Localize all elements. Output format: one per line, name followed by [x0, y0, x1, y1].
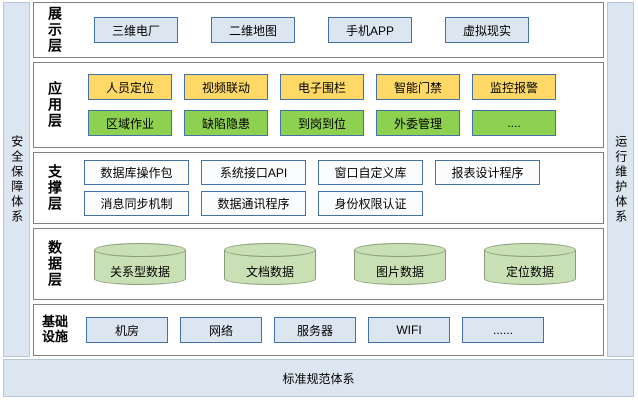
left-rail-security-system: 安全保障体系 [3, 2, 30, 357]
layer-label-text: 支撑层 [47, 164, 63, 212]
component-box[interactable]: 网络 [180, 317, 262, 343]
component-box-label: 到岗到位 [297, 116, 346, 131]
component-box[interactable]: 电子围栏 [280, 74, 364, 100]
data-cylinder[interactable]: 文档数据 [224, 243, 316, 285]
cylinder-label: 文档数据 [245, 264, 294, 279]
component-box[interactable]: 缺陷隐患 [184, 110, 268, 136]
component-box[interactable]: ...... [462, 317, 544, 343]
layer-label-application: 应用层 [34, 81, 76, 129]
component-box[interactable]: 报表设计程序 [435, 160, 540, 185]
component-box[interactable]: 区域作业 [88, 110, 172, 136]
layer-label-infrastructure: 基础设施 [34, 315, 76, 344]
component-box[interactable]: 视频联动 [184, 74, 268, 100]
component-box-label: 智能门禁 [393, 80, 442, 95]
component-box-label: 手机APP [345, 23, 394, 38]
layer-row: 关系型数据 文档数据 图片数据 定位数据 [76, 243, 603, 285]
cylinder-top-icon [354, 243, 446, 257]
component-box[interactable]: 智能门禁 [376, 74, 460, 100]
component-box-label: 二维地图 [228, 23, 277, 38]
component-box[interactable]: 身份权限认证 [318, 191, 423, 216]
component-box[interactable]: 虚拟现实 [445, 17, 529, 43]
left-rail-label: 安全保障体系 [9, 134, 24, 225]
component-box[interactable]: 人员定位 [88, 74, 172, 100]
component-box-label: 机房 [114, 323, 139, 338]
component-box[interactable]: 数据库操作包 [84, 160, 189, 185]
component-box-label: 虚拟现实 [462, 23, 511, 38]
component-box-label: 电子围栏 [297, 80, 346, 95]
component-box-label: 服务器 [296, 323, 333, 338]
layer-row: 人员定位 视频联动 电子围栏 智能门禁 监控报警 [76, 74, 603, 100]
component-box-label: 视频联动 [201, 80, 250, 95]
cylinder-top-icon [484, 243, 576, 257]
bottom-bar-standards-system: 标准规范体系 [3, 359, 634, 397]
component-box-label: 缺陷隐患 [201, 116, 250, 131]
component-box[interactable]: 机房 [86, 317, 168, 343]
component-box[interactable]: 监控报警 [472, 74, 556, 100]
component-box[interactable]: WIFI [368, 317, 450, 343]
layer-row: 区域作业 缺陷隐患 到岗到位 外委管理.... [76, 110, 603, 136]
layer-label-support: 支撑层 [34, 164, 76, 212]
component-box-label: 身份权限认证 [334, 197, 407, 211]
right-rail-label: 运行维护体系 [613, 134, 628, 225]
data-cylinder[interactable]: 定位数据 [484, 243, 576, 285]
layer-body-application: 人员定位 视频联动 电子围栏 智能门禁 监控报警区域作业 缺陷隐患 到岗到位 外委管理.... [76, 63, 603, 147]
layer-label-data: 数据层 [34, 240, 76, 288]
component-box-label: 报表设计程序 [451, 166, 524, 180]
layer-label-text: 应用层 [47, 81, 63, 129]
layer-panel-support: 支撑层 数据库操作包 系统接口API 窗口自定义库 报表设计程序消息同步机制 数据通讯程序… [33, 152, 604, 224]
layer-row: 消息同步机制 数据通讯程序 身份权限认证 [76, 191, 603, 216]
layer-panel-application: 应用层 人员定位 视频联动 电子围栏 智能门禁 监控报警区域作业 缺陷隐患 到岗到位 外委管理.… [33, 62, 604, 148]
component-box-label: 窗口自定义库 [334, 166, 407, 180]
right-rail-operations-system: 运行维护体系 [607, 2, 634, 357]
component-box-label: 网络 [208, 323, 233, 338]
component-box-label: 消息同步机制 [100, 197, 173, 211]
component-box[interactable]: 消息同步机制 [84, 191, 189, 216]
component-box-label: 外委管理 [393, 116, 442, 131]
component-box[interactable]: 系统接口API [201, 160, 306, 185]
layer-label-text: 数据层 [47, 240, 63, 288]
component-box-label: 监控报警 [489, 80, 538, 95]
cylinder-top-icon [94, 243, 186, 257]
component-box[interactable]: 到岗到位 [280, 110, 364, 136]
component-box[interactable]: .... [472, 110, 556, 136]
data-cylinder[interactable]: 关系型数据 [94, 243, 186, 285]
layer-label-presentation: 展示层 [34, 6, 76, 54]
component-box-label: 区域作业 [105, 116, 154, 131]
component-box-label: .... [507, 116, 521, 130]
layer-row: 三维电厂 二维地图 手机APP 虚拟现实 [76, 17, 603, 43]
component-box[interactable]: 外委管理 [376, 110, 460, 136]
component-box-label: 人员定位 [105, 80, 154, 95]
component-box-label: 三维电厂 [111, 23, 160, 38]
component-box[interactable]: 窗口自定义库 [318, 160, 423, 185]
component-box[interactable]: 三维电厂 [94, 17, 178, 43]
cylinder-top-icon [224, 243, 316, 257]
component-box-label: 系统接口API [219, 166, 288, 180]
layer-label-text: 基础设施 [41, 314, 68, 344]
component-box-label: 数据库操作包 [100, 166, 173, 180]
component-box-label: WIFI [396, 323, 422, 337]
layer-row: 数据库操作包 系统接口API 窗口自定义库 报表设计程序 [76, 160, 603, 185]
layer-panel-data: 数据层关系型数据 文档数据 图片数据 定位数据 [33, 228, 604, 300]
cylinder-label: 图片数据 [375, 264, 424, 279]
data-cylinder[interactable]: 图片数据 [354, 243, 446, 285]
component-box[interactable]: 手机APP [328, 17, 412, 43]
component-box[interactable]: 二维地图 [211, 17, 295, 43]
cylinder-label: 关系型数据 [109, 264, 170, 279]
bottom-bar-label: 标准规范体系 [282, 371, 355, 386]
component-box-label: 数据通讯程序 [217, 197, 290, 211]
layer-row: 机房 网络 服务器 WIFI...... [76, 317, 603, 343]
layer-body-presentation: 三维电厂 二维地图 手机APP 虚拟现实 [76, 3, 603, 57]
component-box[interactable]: 服务器 [274, 317, 356, 343]
layer-body-support: 数据库操作包 系统接口API 窗口自定义库 报表设计程序消息同步机制 数据通讯程序 身份权… [76, 153, 603, 223]
layer-label-text: 展示层 [47, 6, 63, 54]
layer-body-infrastructure: 机房 网络 服务器 WIFI...... [76, 305, 603, 355]
layer-panel-presentation: 展示层 三维电厂 二维地图 手机APP 虚拟现实 [33, 2, 604, 58]
cylinder-label: 定位数据 [505, 264, 554, 279]
component-box[interactable]: 数据通讯程序 [201, 191, 306, 216]
layer-panel-infrastructure: 基础设施 机房 网络 服务器 WIFI...... [33, 304, 604, 356]
component-box-label: ...... [492, 323, 513, 337]
layer-body-data: 关系型数据 文档数据 图片数据 定位数据 [76, 229, 603, 299]
